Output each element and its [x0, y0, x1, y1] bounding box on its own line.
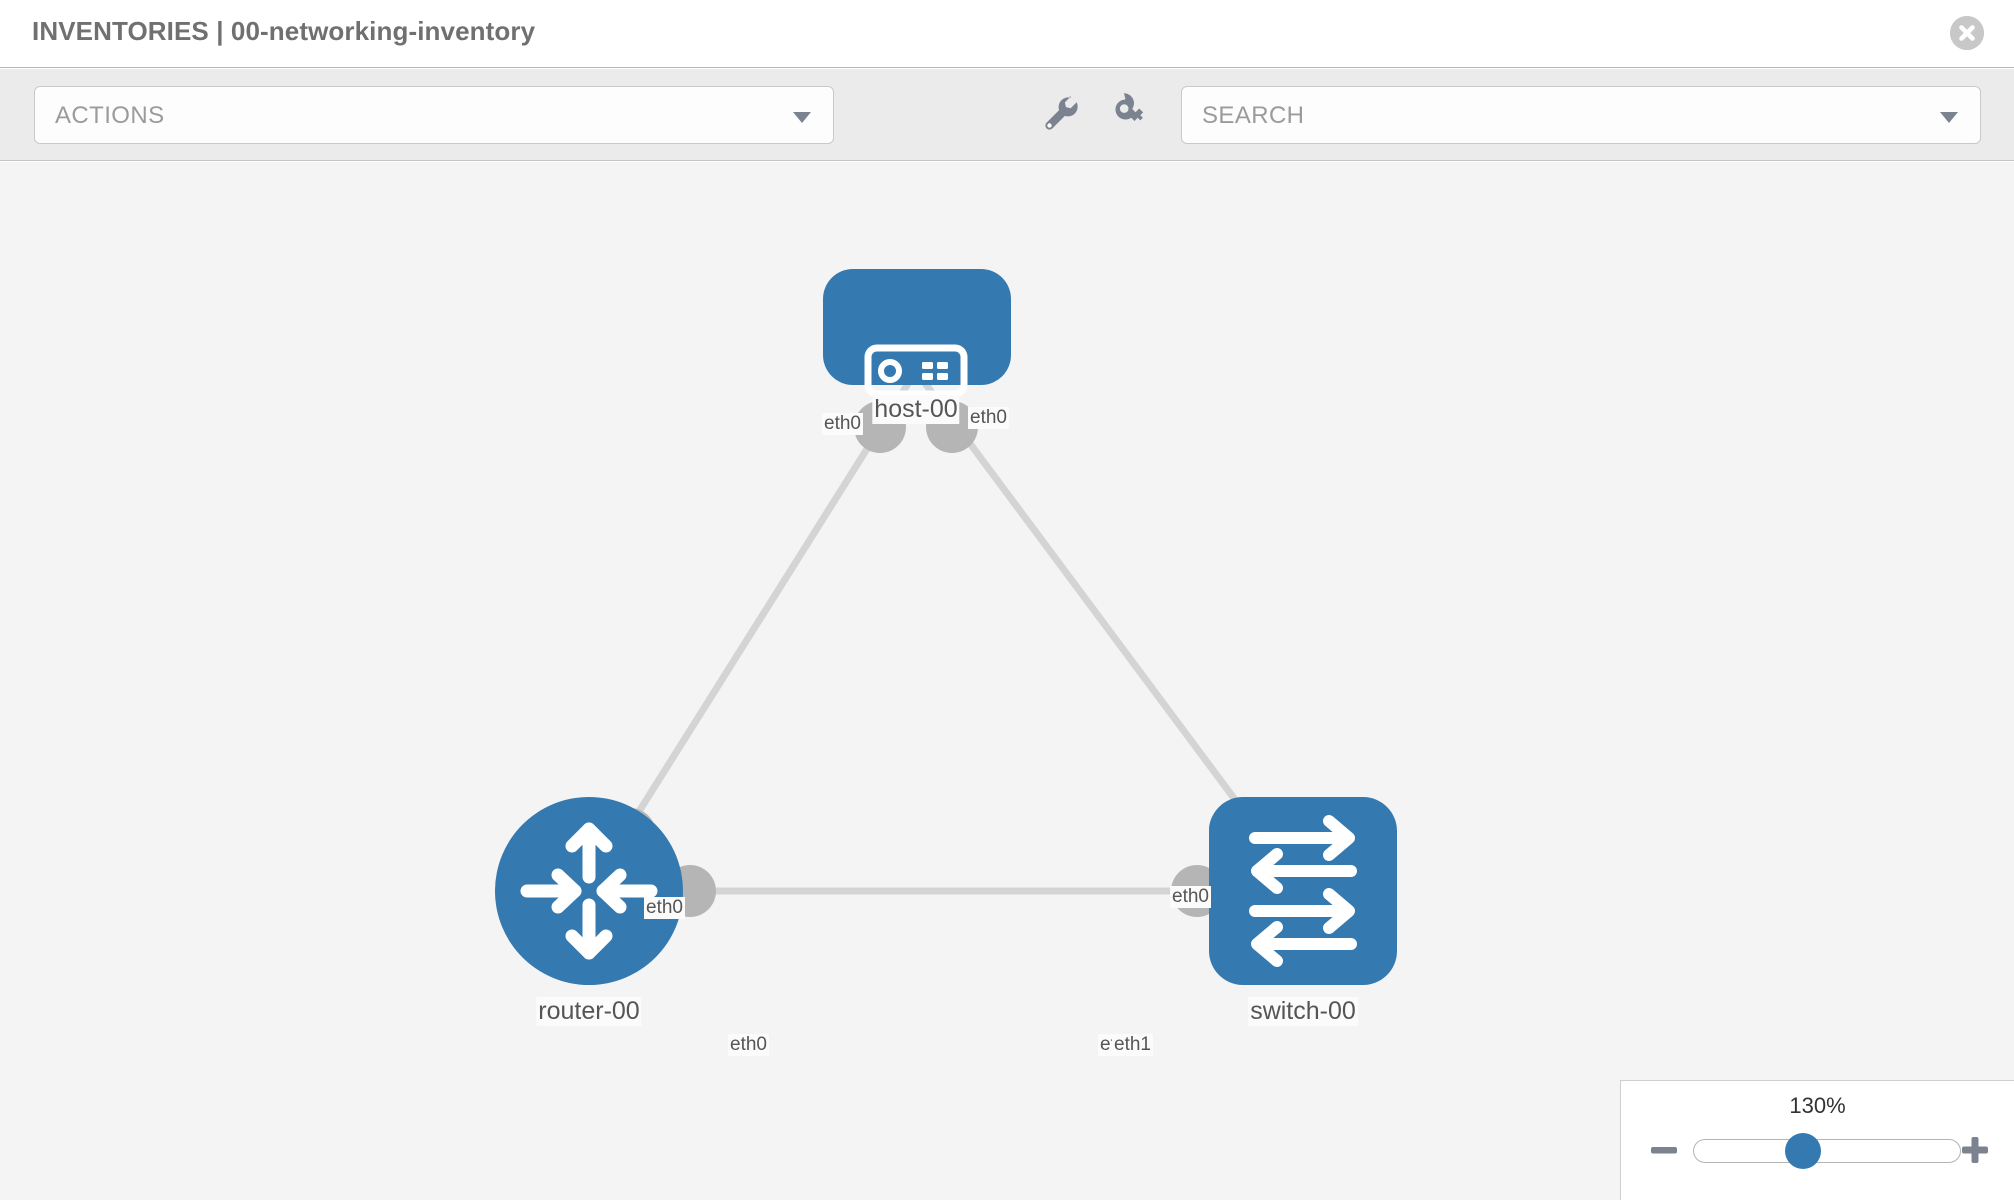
page-title: INVENTORIES | 00-networking-inventory [32, 16, 536, 46]
node-host-00 [823, 269, 1011, 398]
chevron-down-icon[interactable] [1940, 112, 1958, 123]
edge-label-switch-to-router: eth1 [1112, 1034, 1153, 1056]
plus-icon[interactable] [1958, 1133, 1992, 1167]
close-icon[interactable] [1950, 16, 1984, 50]
node-label-host: host-00 [872, 395, 960, 424]
edge-label-switch-to-host: eth0 [1170, 886, 1211, 908]
edge-label-host-to-switch: eth0 [968, 407, 1009, 429]
actions-dropdown[interactable]: ACTIONS [34, 86, 834, 144]
key-icon[interactable] [1108, 91, 1154, 137]
node-router-00 [495, 797, 683, 985]
actions-dropdown-label: ACTIONS [55, 102, 165, 129]
zoom-control-panel: 130% [1620, 1080, 2014, 1200]
graph-nodes [495, 269, 1397, 985]
page-header: INVENTORIES | 00-networking-inventory [0, 0, 2014, 68]
chevron-down-icon [793, 112, 811, 123]
edge-label-router-to-host: eth0 [644, 897, 685, 919]
edge-host-router [586, 369, 919, 893]
node-switch-00 [1209, 797, 1397, 985]
edge-label-router-to-switch: eth0 [728, 1034, 769, 1056]
minus-icon[interactable] [1647, 1133, 1681, 1167]
search-placeholder-label: SEARCH [1202, 102, 1305, 129]
wrench-icon[interactable] [1038, 91, 1084, 137]
topology-graph [495, 269, 1397, 985]
search-input[interactable]: SEARCH [1181, 86, 1981, 144]
zoom-percent-label: 130% [1789, 1093, 1846, 1118]
toolbar: ACTIONS SEARCH [0, 69, 2014, 161]
node-label-switch: switch-00 [1248, 997, 1358, 1026]
topology-canvas[interactable]: host-00 router-00 switch-00 eth0 eth0 et… [0, 162, 2014, 1200]
edge-label-host-to-router: eth0 [822, 413, 863, 435]
zoom-slider-track[interactable] [1693, 1139, 1961, 1163]
node-label-router: router-00 [536, 997, 642, 1026]
zoom-slider-thumb[interactable] [1785, 1133, 1821, 1169]
graph-endpoints [604, 401, 1261, 917]
